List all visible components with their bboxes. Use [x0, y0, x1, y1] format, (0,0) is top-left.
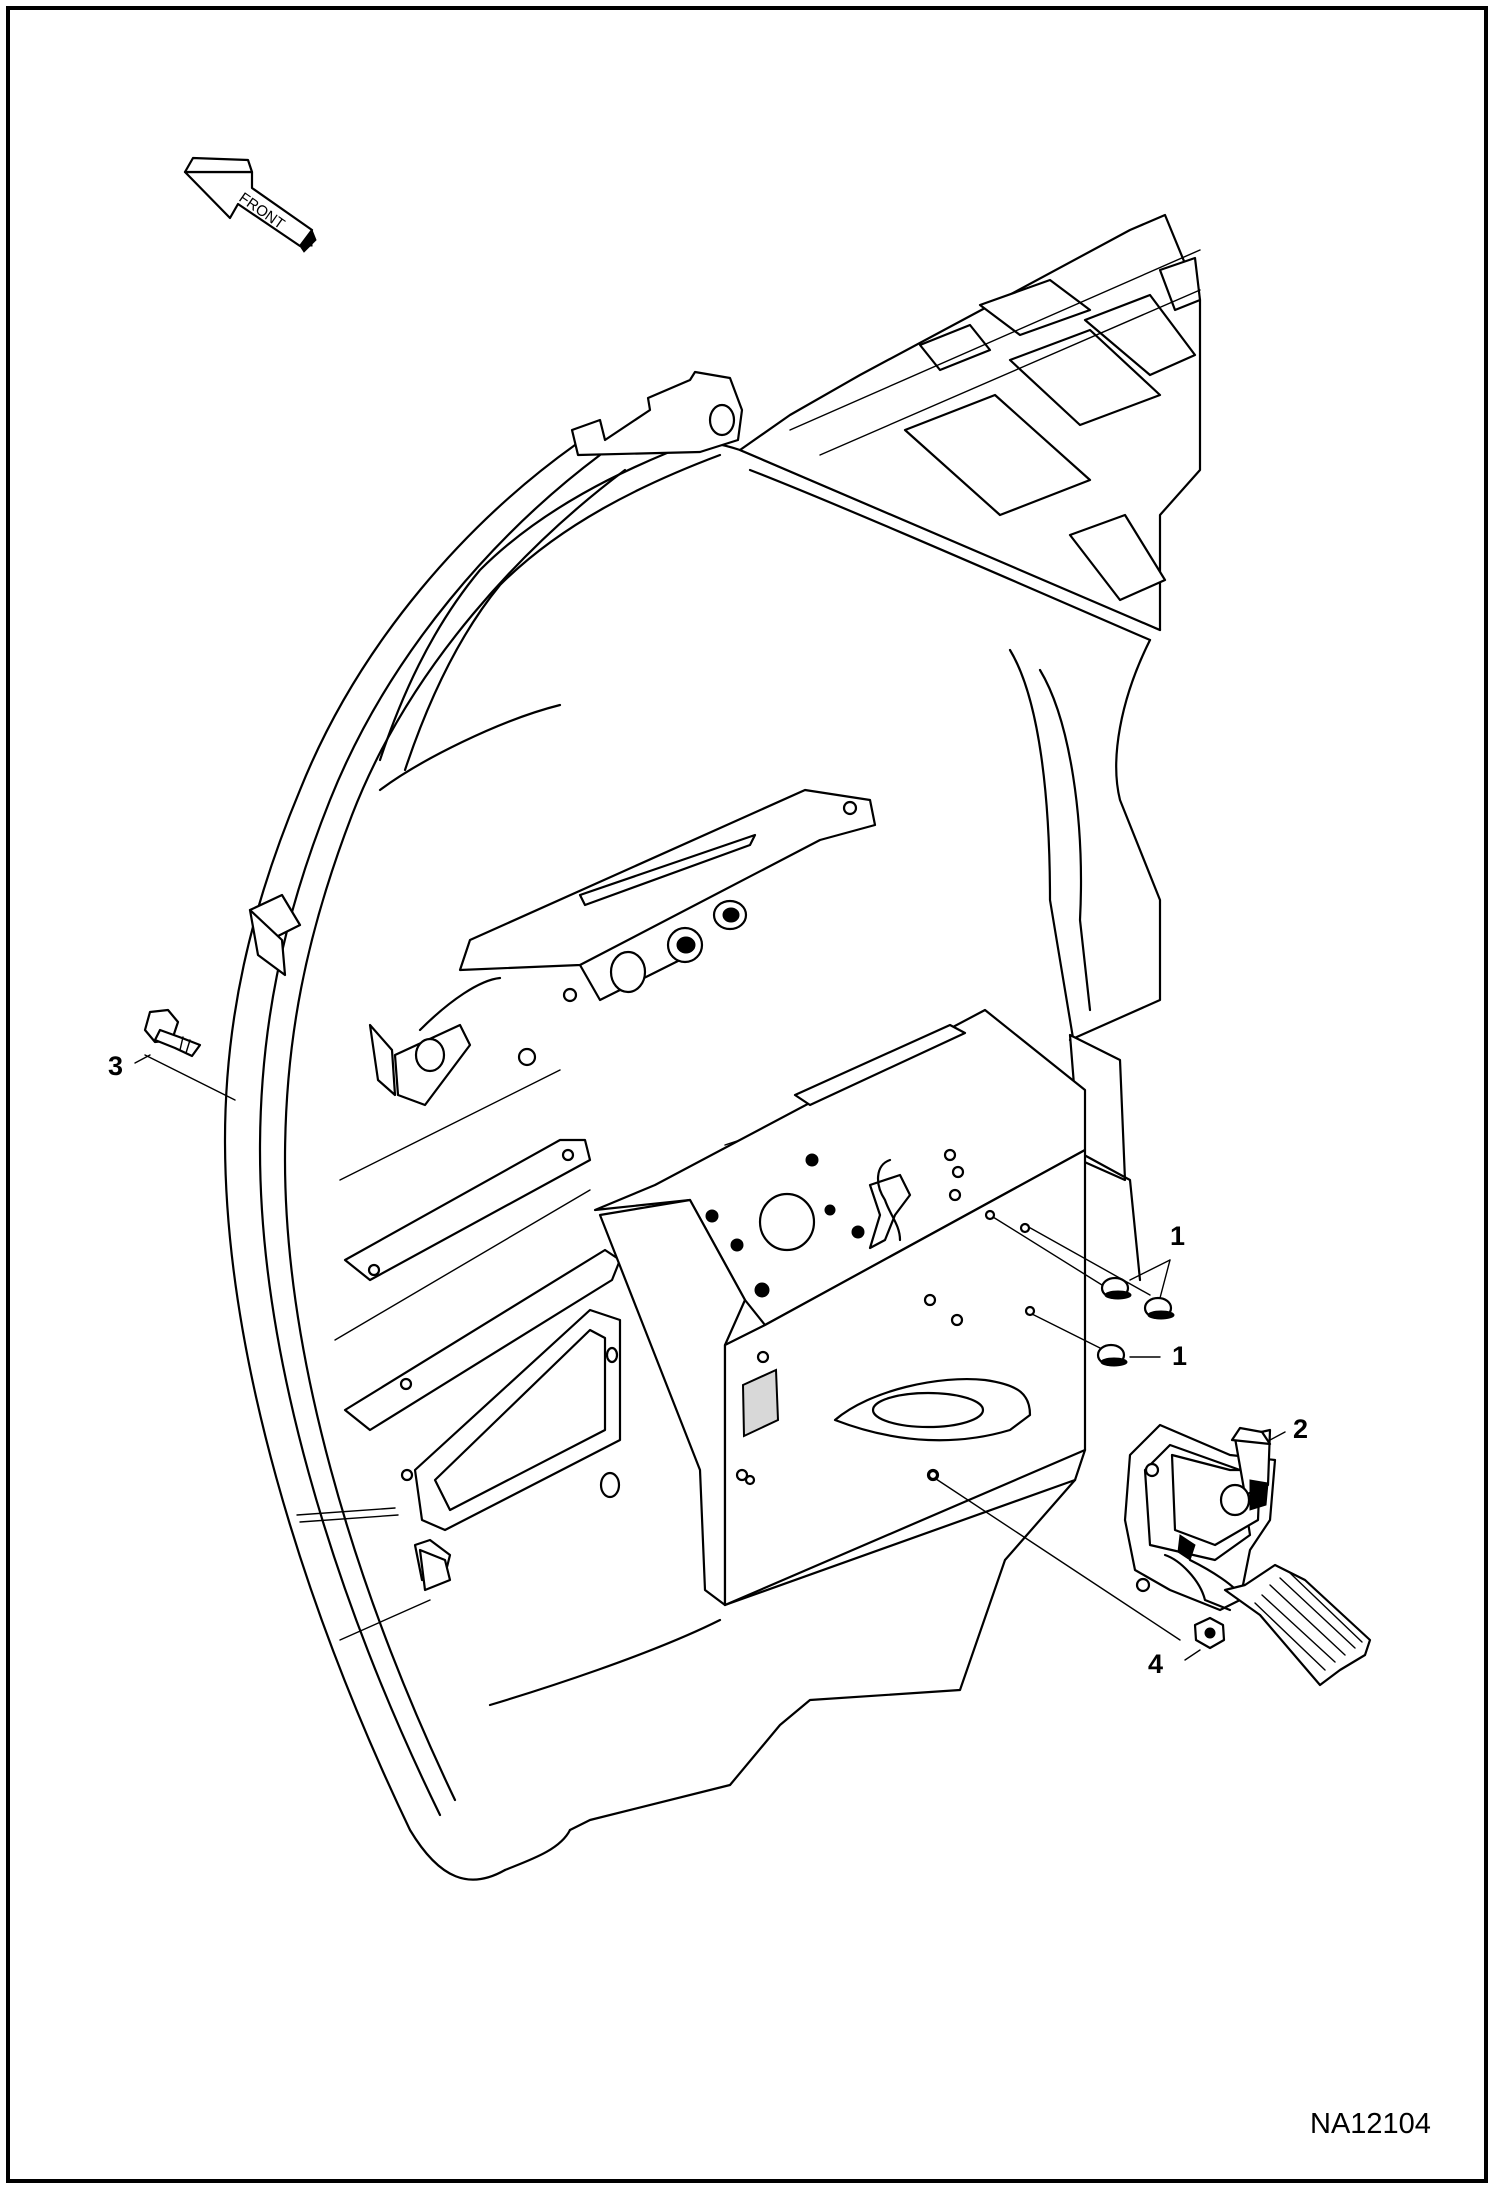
callout-labels: 1 1 2 3 4 [108, 1051, 1308, 1679]
side-bracket [368, 1023, 472, 1107]
pedal-mount-plate [593, 1008, 1087, 1607]
front-arrow-icon: FRONT [183, 156, 317, 253]
cab-floor [339, 1478, 1077, 1872]
callout-1a: 1 [1170, 1221, 1185, 1251]
drawing-frame [6, 6, 1488, 2183]
pedal-assembly-part-2 [1123, 1423, 1372, 1687]
callout-3: 3 [108, 1051, 123, 1081]
plug-part-1 [1096, 1276, 1175, 1367]
callout-1b: 1 [1172, 1341, 1187, 1371]
callout-leaders [134, 1054, 1286, 1661]
upper-console [378, 703, 877, 1067]
mounting-hardware [144, 1054, 1181, 1641]
nut-part-4 [1193, 1616, 1226, 1650]
callout-2: 2 [1293, 1414, 1308, 1444]
callout-4: 4 [1148, 1649, 1163, 1679]
figure-id: NA12104 [1310, 2108, 1431, 2140]
roof-grille [738, 213, 1202, 632]
cab-frame [223, 370, 1162, 1881]
side-rails [334, 1069, 622, 1592]
bolt-part-3 [143, 1008, 202, 1058]
